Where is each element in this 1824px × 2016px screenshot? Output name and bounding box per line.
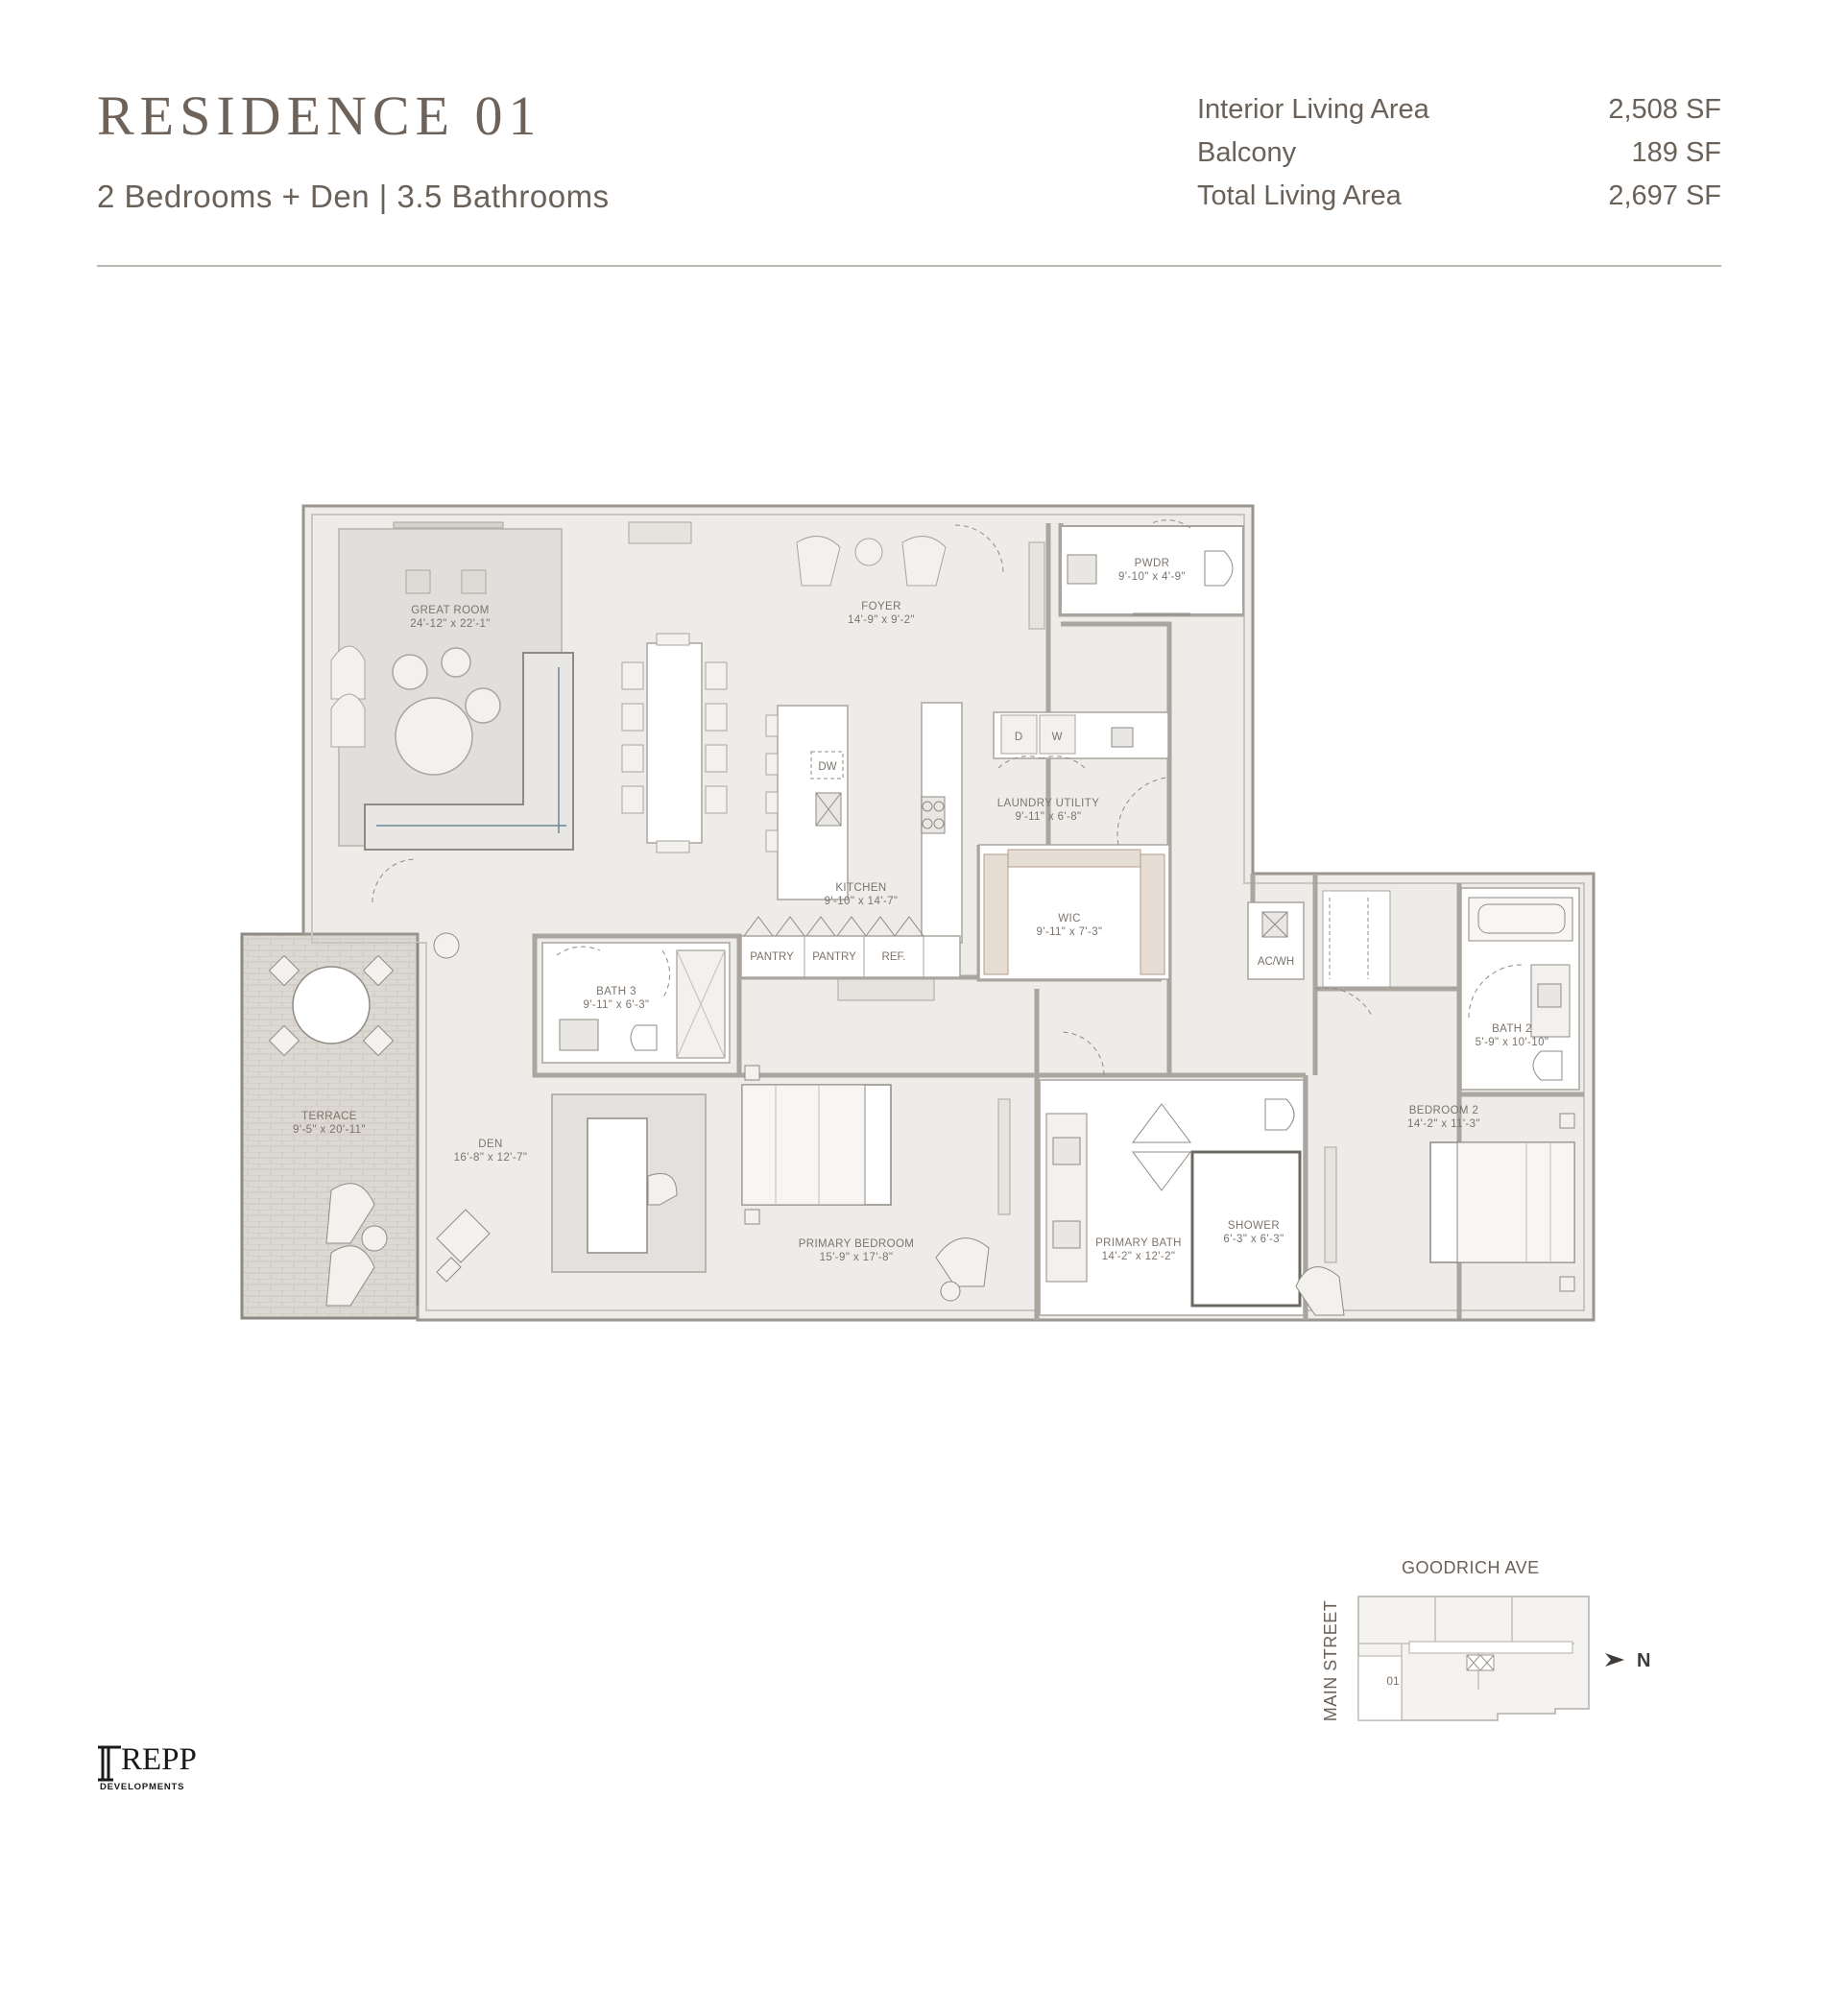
room-dims: 5'-9" x 10'-10" <box>1476 1037 1549 1048</box>
developer-logo-text: REPP <box>121 1742 197 1777</box>
pantry-label: PANTRY <box>750 951 794 963</box>
washer-label: W <box>1052 732 1063 743</box>
room-name: WIC <box>1058 913 1081 924</box>
side-street-label: MAIN STREET <box>1321 1600 1340 1722</box>
area-value: 2,508 SF <box>1608 94 1721 125</box>
sectional-sofa <box>364 652 574 851</box>
area-value: 2,697 SF <box>1608 180 1721 211</box>
den-desk <box>587 1117 648 1254</box>
refrigerator-label: REF. <box>882 951 906 963</box>
room-name: KITCHEN <box>835 882 886 894</box>
room-dims: 9'-5" x 20'-11" <box>293 1124 366 1136</box>
dining-table <box>646 642 703 844</box>
room-dims: 14'-2" x 11'-3" <box>1407 1118 1480 1130</box>
room-labels: GREAT ROOM 24'-12" x 22'-1" FOYER 14'-9"… <box>293 558 1548 1263</box>
area-row-total: Total Living Area 2,697 SF <box>1197 182 1721 210</box>
page-title: RESIDENCE 01 <box>97 84 542 147</box>
room-dims: 16'-8" x 12'-7" <box>454 1152 528 1164</box>
dishwasher-label: DW <box>818 761 836 773</box>
room-dims: 9'-11" x 6'-8" <box>1015 811 1081 823</box>
room-name: BATH 2 <box>1492 1023 1532 1035</box>
room-dims: 9'-11" x 6'-3" <box>583 999 649 1011</box>
area-label: Balcony <box>1197 137 1297 168</box>
developer-logo-subtext: DEVELOPMENTS <box>100 1782 185 1792</box>
room-name: BATH 3 <box>596 986 636 997</box>
room-dims: 14'-2" x 12'-2" <box>1102 1251 1176 1262</box>
north-arrow-icon <box>1605 1653 1624 1667</box>
key-plan: 01 N MAIN STREET <box>1321 1596 1650 1721</box>
area-row-interior: Interior Living Area 2,508 SF <box>1197 96 1721 124</box>
room-dims: 14'-9" x 9'-2" <box>848 614 915 626</box>
shower-stall <box>1190 1150 1302 1308</box>
room-dims: 6'-3" x 6'-3" <box>1223 1234 1284 1245</box>
room-dims: 24'-12" x 22'-1" <box>410 618 491 630</box>
area-label: Total Living Area <box>1197 180 1402 211</box>
terrace-table <box>292 966 371 1044</box>
unit-summary: 2 Bedrooms + Den | 3.5 Bathrooms <box>97 179 610 214</box>
powder-room <box>1060 525 1244 615</box>
area-label: Interior Living Area <box>1197 94 1429 125</box>
acwh-label: AC/WH <box>1258 956 1294 968</box>
area-row-balcony: Balcony 189 SF <box>1197 139 1721 167</box>
developer-logo-icon <box>98 1745 121 1782</box>
header-divider <box>97 265 1721 267</box>
room-name: PWDR <box>1135 558 1170 569</box>
area-value: 189 SF <box>1631 137 1722 168</box>
key-plan-unit: 01 <box>1386 1674 1400 1688</box>
room-dims: 9'-10" x 14'-7" <box>825 896 899 907</box>
room-name: PRIMARY BATH <box>1095 1237 1182 1249</box>
dryer-label: D <box>1015 732 1022 743</box>
room-dims: 9'-10" x 4'-9" <box>1118 571 1186 583</box>
room-dims: 15'-9" x 17'-8" <box>820 1252 894 1263</box>
room-name: PRIMARY BEDROOM <box>799 1238 915 1250</box>
top-street-label: GOODRICH AVE <box>1402 1558 1540 1577</box>
room-dims: 9'-11" x 7'-3" <box>1036 926 1102 938</box>
room-name: DEN <box>478 1139 502 1150</box>
room-name: LAUNDRY UTILITY <box>997 798 1100 809</box>
room-name: GREAT ROOM <box>411 605 490 616</box>
room-name: BEDROOM 2 <box>1409 1105 1479 1116</box>
north-label: N <box>1637 1650 1650 1671</box>
room-name: TERRACE <box>301 1111 357 1122</box>
pantry-label: PANTRY <box>812 951 856 963</box>
room-name: FOYER <box>861 601 901 612</box>
room-name: SHOWER <box>1228 1220 1280 1232</box>
